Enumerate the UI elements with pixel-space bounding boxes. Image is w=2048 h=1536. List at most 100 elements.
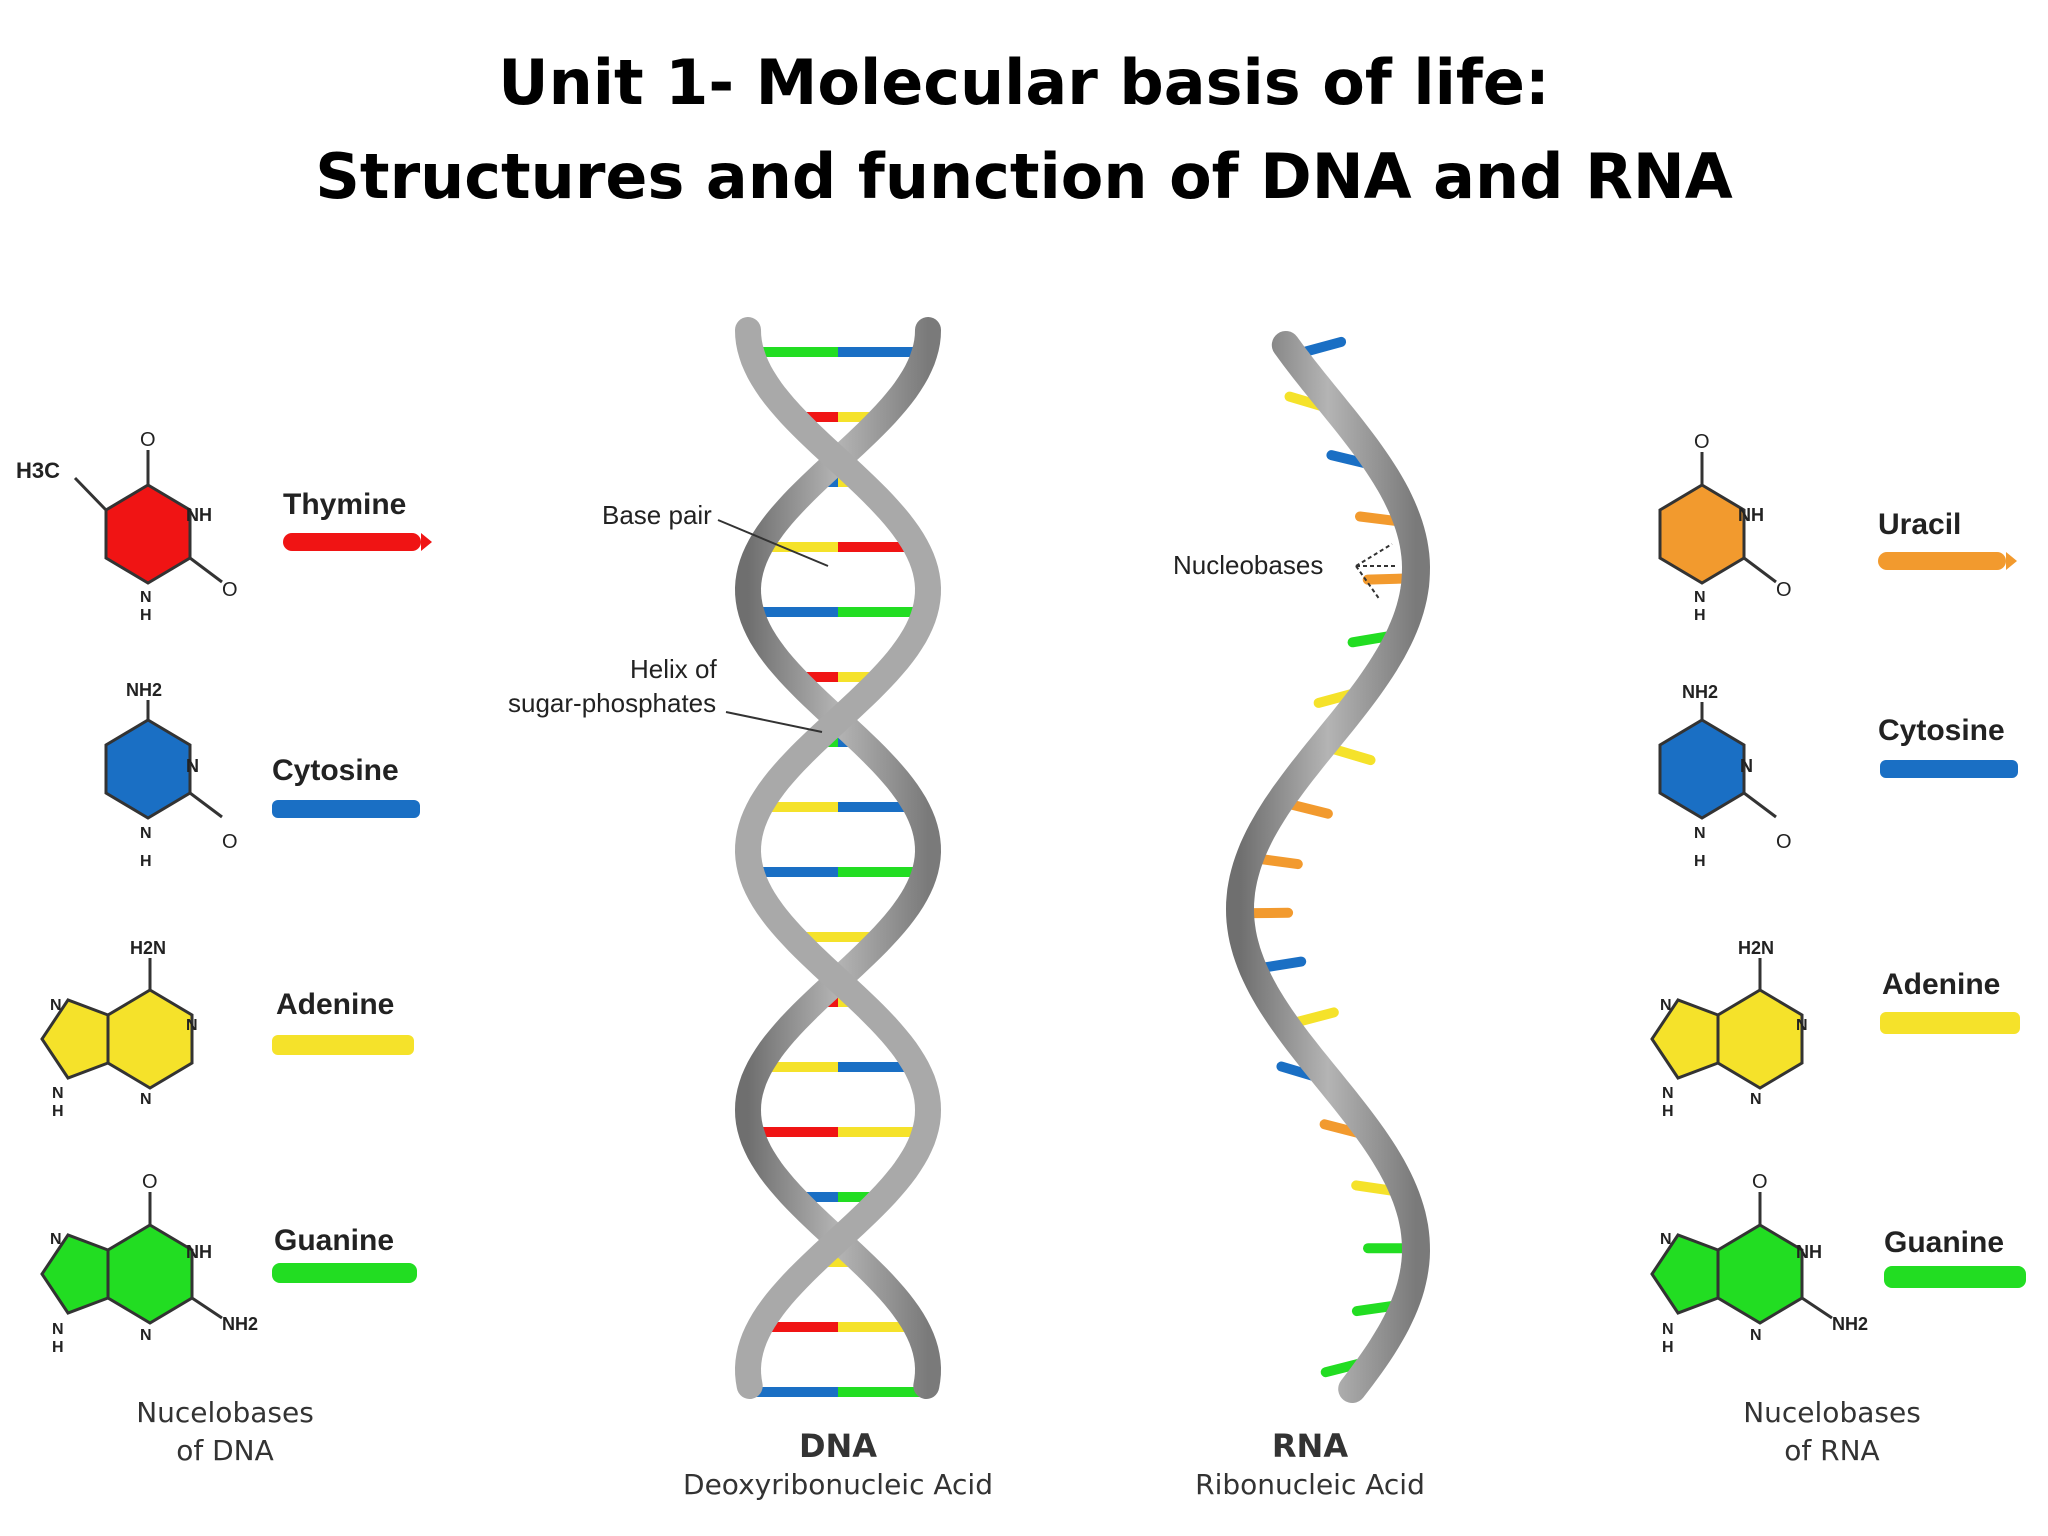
dna-backbone-strand-1 (734, 317, 942, 1399)
adenine-n3: N (140, 1091, 152, 1108)
guanine-nh: NH (186, 1242, 212, 1262)
adenine-rna-ring-6 (1716, 988, 1804, 1090)
adenine-rna-n4: N (1662, 1085, 1674, 1102)
label-uracil: Uracil (1878, 508, 1961, 541)
adenine-n2: N (50, 997, 62, 1014)
uracil-structure: O NH O N H (1658, 431, 1792, 624)
cytosine-rna-n: N (1740, 756, 1753, 776)
label-adenine-dna: Adenine (276, 988, 394, 1021)
annotation-base-pair: Base pair (602, 500, 712, 530)
adenine-rna-n3: N (1750, 1091, 1762, 1108)
guanine-rna-structure: O NH NH2 N N N H (1650, 1171, 1868, 1356)
cytosine-structure: NH2 N O N H (104, 680, 238, 870)
rna-backbone (1225, 331, 1431, 1403)
page-title: Unit 1- Molecular basis of life: Structu… (0, 36, 2048, 224)
thymine-n: N (140, 589, 152, 606)
adenine-ring-5 (40, 998, 110, 1080)
dna-backbone-strand-2 (734, 317, 942, 1399)
thymine-h: H (140, 607, 152, 624)
cytosine-h: H (140, 853, 152, 870)
guanine-o: O (142, 1171, 158, 1193)
cytosine-rna-h: H (1694, 853, 1706, 870)
title-line-1: Unit 1- Molecular basis of life: (498, 46, 1550, 119)
caption-dna-full: Deoxyribonucleic Acid (683, 1468, 993, 1501)
cytosine-ring (104, 718, 192, 820)
adenine-rna-ring-5 (1650, 998, 1720, 1080)
title-line-2: Structures and function of DNA and RNA (315, 140, 1733, 213)
adenine-structure: H2N N N N N H (40, 938, 198, 1120)
cytosine-n2: N (140, 825, 152, 842)
guanine-rna-o: O (1752, 1171, 1768, 1193)
guanine-rna-nh2: NH2 (1832, 1314, 1868, 1334)
cytosine-rna-n2: N (1694, 825, 1706, 842)
caption-rna: RNA (1272, 1427, 1348, 1465)
leader-nucleobases (1355, 543, 1396, 601)
thymine-o-top: O (140, 429, 156, 451)
leader-helix (725, 711, 823, 733)
uracil-ring (1658, 483, 1746, 585)
label-guanine-dna: Guanine (274, 1224, 394, 1257)
guanine-rna-ring-6 (1716, 1223, 1804, 1325)
label-cytosine-dna: Cytosine (272, 754, 399, 787)
adenine-ring-6 (106, 988, 194, 1090)
guanine-nh2: NH2 (222, 1314, 258, 1334)
annotation-helix-1: Helix of (630, 654, 717, 684)
guanine-n2: N (140, 1327, 152, 1344)
cytosine-rna-nh2: NH2 (1682, 682, 1718, 702)
caption-rna-bases-1: Nucelobases (1743, 1396, 1921, 1429)
caption-rna-full: Ribonucleic Acid (1195, 1468, 1425, 1501)
label-cytosine-rna: Cytosine (1878, 714, 2005, 747)
adenine-n1: N (186, 1017, 198, 1034)
swatch-adenine-rna (1880, 1012, 2020, 1034)
thymine-h3c: H3C (16, 458, 60, 483)
swatch-adenine-dna (272, 1035, 414, 1055)
adenine-n4: N (52, 1085, 64, 1102)
guanine-rna-n2: N (1750, 1327, 1762, 1344)
cytosine-rna-ring (1658, 718, 1746, 820)
caption-dna-bases-1: Nucelobases (136, 1396, 314, 1429)
adenine-h2n: H2N (130, 938, 166, 958)
cytosine-o: O (222, 831, 238, 853)
caption-dna: DNA (799, 1427, 877, 1465)
guanine-ring-6 (106, 1223, 194, 1325)
swatch-cytosine-dna (272, 800, 420, 818)
guanine-rna-n1: N (1660, 1231, 1672, 1248)
annotation-nucleobases: Nucleobases (1173, 550, 1323, 580)
caption-rna-bases-2: of RNA (1784, 1434, 1879, 1467)
cytosine-rna-o: O (1776, 831, 1792, 853)
swatch-cytosine-rna (1880, 760, 2018, 778)
leader-base-pair (717, 519, 829, 567)
guanine-structure: O NH NH2 N N N H (40, 1171, 258, 1356)
guanine-rna-nh: NH (1796, 1242, 1822, 1262)
adenine-rna-h: H (1662, 1103, 1674, 1120)
label-adenine-rna: Adenine (1882, 968, 2000, 1001)
guanine-n3: N (52, 1321, 64, 1338)
caption-dna-bases-2: of DNA (176, 1434, 274, 1467)
cytosine-rna-structure: NH2 N O N H (1658, 682, 1792, 870)
cytosine-nh2: NH2 (126, 680, 162, 700)
adenine-rna-h2n: H2N (1738, 938, 1774, 958)
thymine-o-right: O (222, 579, 238, 601)
uracil-o-top: O (1694, 431, 1710, 453)
swatch-guanine-dna (272, 1263, 417, 1283)
label-thymine: Thymine (283, 488, 406, 521)
adenine-rna-n1: N (1796, 1017, 1808, 1034)
swatch-thymine (283, 533, 432, 551)
cytosine-n: N (186, 756, 199, 776)
adenine-rna-n2: N (1660, 997, 1672, 1014)
adenine-h: H (52, 1103, 64, 1120)
swatch-guanine-rna (1884, 1266, 2026, 1288)
guanine-ring-5 (40, 1233, 110, 1315)
thymine-nh: NH (186, 505, 212, 525)
swatch-uracil (1878, 552, 2017, 570)
guanine-rna-ring-5 (1650, 1233, 1720, 1315)
guanine-n1: N (50, 1231, 62, 1248)
guanine-rna-n3: N (1662, 1321, 1674, 1338)
uracil-o-right: O (1776, 579, 1792, 601)
annotation-helix-2: sugar-phosphates (508, 688, 716, 718)
uracil-nh: NH (1738, 505, 1764, 525)
guanine-rna-h: H (1662, 1339, 1674, 1356)
adenine-rna-structure: H2N N N N N H (1650, 938, 1808, 1120)
thymine-structure: H3C O NH O N H (16, 429, 238, 624)
